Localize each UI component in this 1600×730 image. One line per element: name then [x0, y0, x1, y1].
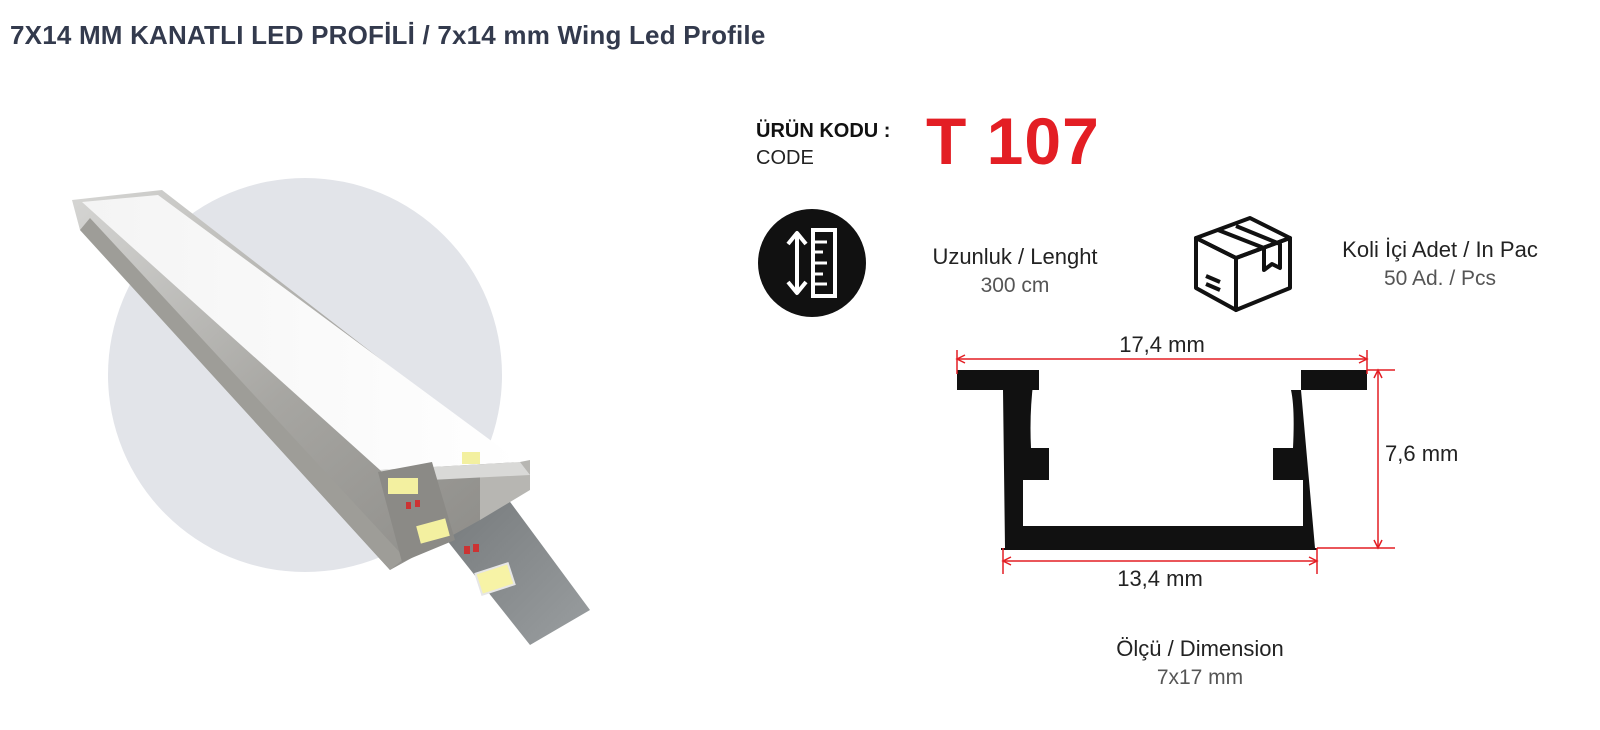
package-spec: Koli İçi Adet / In Pac 50 Ad. / Pcs [1320, 237, 1560, 291]
package-box-icon [1190, 210, 1296, 316]
length-value: 300 cm [980, 274, 1050, 297]
product-code-sublabel: CODE [756, 147, 814, 169]
package-value: 50 Ad. / Pcs [1383, 267, 1497, 290]
dimension-value: 7x17 mm [1156, 666, 1244, 689]
dimension-label: Ölçü / Dimension [1116, 636, 1284, 661]
profile-cross-section [957, 370, 1367, 548]
product-code-label: ÜRÜN KODU : [756, 120, 891, 142]
bottom-width-dimension [1001, 548, 1319, 574]
page-title: 7X14 MM KANATLI LED PROFİLİ / 7x14 mm Wi… [10, 20, 766, 50]
package-label: Koli İçi Adet / In Pac [1342, 237, 1538, 262]
length-label: Uzunluk / Lenght [932, 244, 1098, 269]
top-width-label: 17,4 mm [1119, 332, 1205, 357]
ruler-length-icon [757, 208, 867, 318]
length-spec: Uzunluk / Lenght 300 cm [905, 244, 1125, 298]
bottom-width-label: 13,4 mm [1117, 566, 1203, 591]
height-label: 7,6 mm [1385, 441, 1458, 466]
dimension-spec: Ölçü / Dimension 7x17 mm [1080, 636, 1320, 690]
height-dimension [1317, 368, 1395, 550]
product-image [60, 170, 620, 660]
product-code-value: T 107 [926, 104, 1100, 178]
profile-cross-section-drawing: 17,4 mm 13,4 mm 7,6 mm [955, 330, 1505, 591]
